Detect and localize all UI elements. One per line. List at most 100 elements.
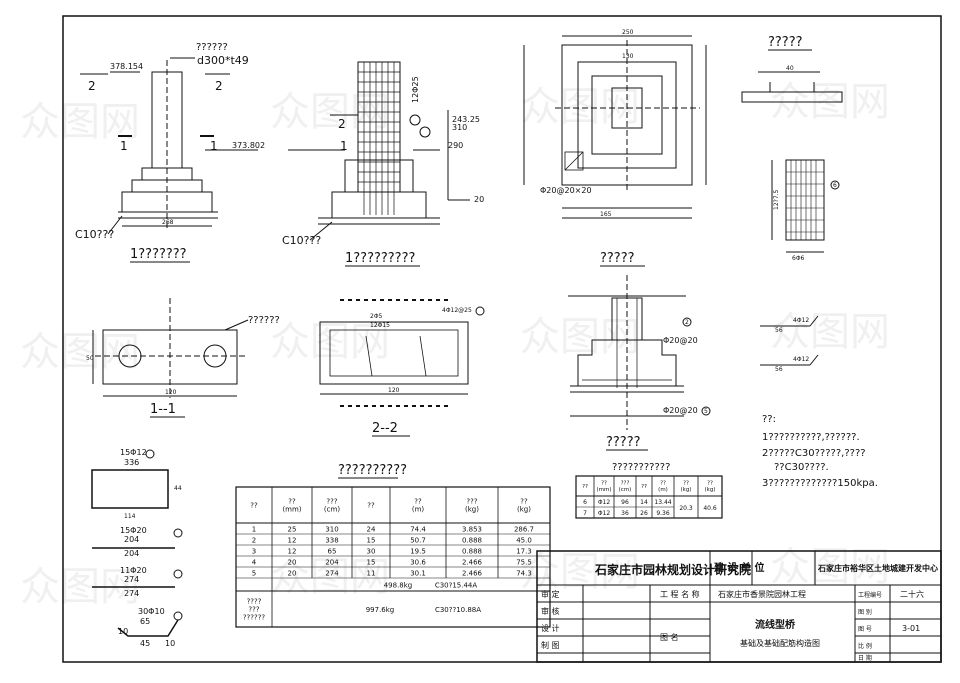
table-header-cell: (m) [412, 505, 425, 513]
table-cell: 20 [288, 570, 297, 578]
rebar-top-dim: 40 [786, 65, 794, 72]
bar4-a: 204 [124, 535, 139, 544]
notes-line1: 1??????????,??????. [762, 432, 860, 443]
client-label: 建 设 单 位 [713, 561, 764, 574]
bar-b-label: 4Φ12 [793, 356, 809, 363]
table-cell: 15 [367, 559, 376, 567]
mid-dim-20: 20 [474, 195, 484, 204]
table-cell: 5 [252, 570, 256, 578]
elev-ground-label: 373.802 [232, 141, 265, 150]
drawing-name-1: 流线型桥 [755, 618, 796, 631]
table-cell: 96 [621, 499, 629, 506]
title-small-table: ??????????? [612, 462, 670, 473]
table-cell: 310 [325, 526, 338, 534]
title-section-2-2: 2--2 [372, 421, 398, 436]
bar-a-label: 4Φ12 [793, 317, 809, 324]
elevation-1: ?????? d300*t49 378.154 2 2 1 1 373.802 … [75, 42, 265, 263]
table-cell: 20 [288, 559, 297, 567]
elev-top-label: 378.154 [110, 62, 143, 71]
section-mark-1-left: 1 [120, 139, 128, 153]
rebar-detail: ????? 40 12?7.5 6Φ6 6 4Φ12 56 4Φ12 56 [741, 35, 843, 373]
table-cell: 3 [252, 548, 256, 556]
table-header-cell: (m) [658, 487, 668, 493]
right-label-1: 图 别 [858, 608, 872, 616]
mid-bar1-label: 243.25 [452, 115, 480, 124]
table-cell: 30.1 [410, 570, 426, 578]
client-name: 石家庄市裕华区土地城建开发中心 [817, 563, 938, 573]
right-label-4: 日 期 [858, 654, 872, 662]
watermark-text: 众图网 [520, 314, 640, 360]
section-1-1: 120 50 ?????? 1--1 [86, 298, 280, 418]
table-cell: 6 [583, 499, 587, 506]
table-border [575, 475, 723, 519]
table-header-cell: ?? [367, 501, 375, 509]
table-cell: 7 [583, 510, 587, 517]
bar5-label: 11Φ20 [120, 566, 147, 575]
table-cell: 25 [288, 526, 297, 534]
section-mark-2-mid: 2 [338, 117, 346, 131]
table-cell: 50.7 [410, 537, 426, 545]
sheet-border [62, 15, 942, 663]
table-header-cell: (mm) [596, 487, 611, 493]
role-label-3: 设 计 [541, 623, 560, 633]
bar2-w: 114 [124, 513, 136, 520]
section-mark-1-mid: 1 [340, 139, 348, 153]
bar3-c: 10 [118, 627, 128, 636]
table-cell: 11 [367, 570, 376, 578]
table-cell: 274 [325, 570, 339, 578]
title-block: 石家庄市园林规划设计研究院 建 设 单 位 石家庄市裕华区土地城建开发中心 审 … [536, 550, 942, 663]
title-plan: ????? [600, 251, 635, 266]
small-rebar-table: ??????????? ????(mm)???(cm)????(m)??(kg)… [575, 462, 723, 519]
bar5-b: 274 [124, 589, 139, 598]
table-header-cell: ?? [582, 484, 588, 490]
table-cell: 2.466 [462, 570, 483, 578]
table-cell: 26 [640, 510, 648, 517]
secb-bar2: Φ20@20 [663, 406, 698, 415]
fig-no: 3-01 [902, 624, 920, 633]
section-mark-2-right: 2 [215, 79, 223, 93]
table-header-cell: ?? [707, 481, 713, 487]
sec11-dim: 120 [165, 389, 177, 396]
sec11-h: 50 [86, 355, 94, 362]
rebar-table: ?????????? ????(mm)???(cm)????(m)???(kg)… [235, 463, 551, 628]
table-cell: 40.6 [703, 505, 717, 512]
table-header-cell: ?? [250, 501, 258, 509]
bar2-label: 15Φ12 [120, 448, 147, 457]
notes-line2: 2?????C30?????,???? [762, 448, 866, 459]
watermark-text: 众图网 [20, 329, 140, 375]
bar3-b: 45 [140, 639, 150, 648]
table-cell: 2 [252, 537, 256, 545]
right-label-3: 比 例 [858, 642, 872, 650]
table-cell: 36 [621, 510, 629, 517]
section-mark-1-right: 1 [210, 139, 218, 153]
table-header-cell: (kg) [705, 487, 716, 493]
table-header-cell: ??? [621, 481, 630, 487]
sec22-dim: 2Φ5 [370, 313, 383, 320]
rebar-grid [358, 62, 400, 215]
bar2-h: 44 [174, 485, 182, 492]
title-elevation-2: 1????????? [345, 251, 415, 266]
sec22-bar-a: 4Φ12@25 [442, 307, 472, 314]
mid-bar1b-label: 310 [452, 123, 467, 132]
mid-base-note: C10??? [282, 234, 321, 247]
table-header-cell: (mm) [282, 505, 301, 513]
project-name: 石家庄市香景院园林工程 [718, 589, 806, 599]
table-cell: 4 [252, 559, 257, 567]
plan-bar-label: Φ20@20×20 [540, 186, 592, 195]
table-header-cell: ?? [601, 481, 607, 487]
elevation-2: 2 1 243.25 310 290 20 12Φ25 C10??? 1????… [282, 61, 484, 267]
notes-head: ??: [762, 414, 776, 425]
table-header-cell: ?? [520, 497, 528, 505]
drawing-name-label: 图 名 [660, 632, 679, 642]
table-cell: Φ12 [598, 499, 611, 506]
sec22-width: 120 [388, 387, 400, 394]
table-sum1-note: C30?15.44A [435, 582, 478, 590]
section-mark-2-left: 2 [88, 79, 96, 93]
mesh-label: 6 [833, 182, 837, 189]
table-cell: 74.4 [410, 526, 426, 534]
table-header-cell: (kg) [681, 487, 692, 493]
bar-a-dim: 56 [775, 327, 783, 334]
sec22-bar-b: 12Φ15 [370, 322, 390, 329]
table-cell: 0.888 [462, 537, 482, 545]
